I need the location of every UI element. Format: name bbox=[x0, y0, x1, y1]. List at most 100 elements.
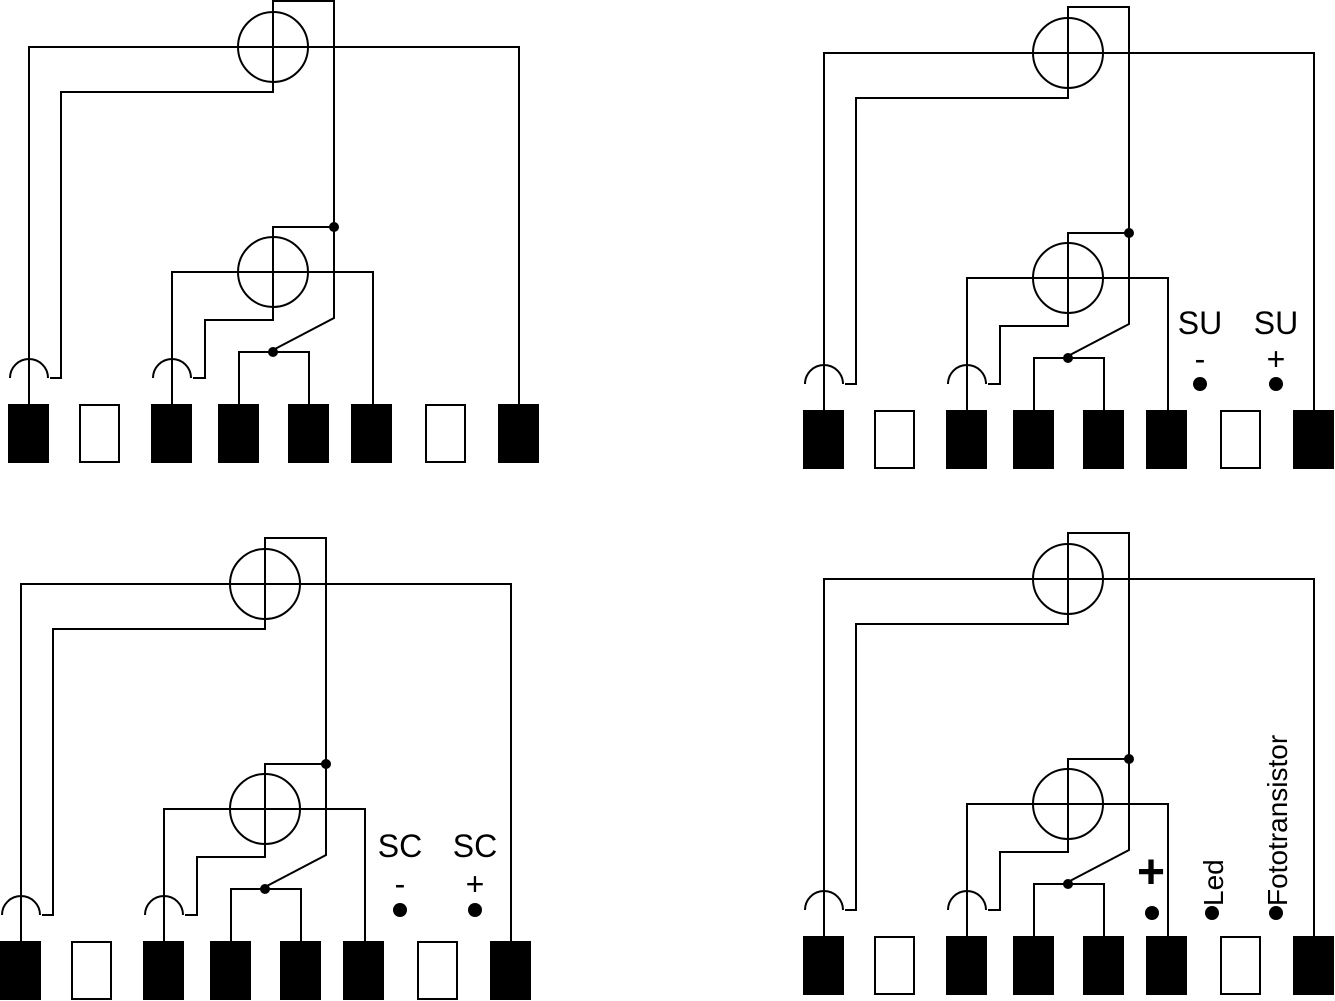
pin-3-connected bbox=[143, 941, 184, 1000]
label-fototransistor: Fototransistor bbox=[1262, 735, 1293, 906]
terminal-dot-sc-plus bbox=[468, 903, 482, 917]
pin-5-connected bbox=[288, 404, 329, 463]
pin-8-connected bbox=[498, 404, 539, 463]
wire-outer-right bbox=[1103, 578, 1315, 937]
crossover-left bbox=[804, 364, 844, 385]
wiring bbox=[804, 532, 1315, 937]
wire-outer-right bbox=[300, 583, 512, 942]
wire-outer-right bbox=[308, 46, 520, 405]
pin-5-connected bbox=[1083, 410, 1124, 469]
wire-inner-left bbox=[42, 619, 266, 916]
upper-coil bbox=[237, 11, 309, 83]
crossover-right bbox=[947, 364, 987, 385]
pin-2-unconnected bbox=[71, 941, 112, 1000]
pin-row bbox=[803, 410, 1334, 469]
contact-dot bbox=[268, 347, 278, 357]
labels: + Led Fototransistor bbox=[1137, 735, 1293, 920]
terminal-dot-su-plus bbox=[1269, 377, 1283, 391]
label-su-minus-name: SU bbox=[1178, 305, 1222, 341]
pin-7-unconnected bbox=[417, 941, 458, 1000]
pin-row bbox=[803, 936, 1334, 995]
pin-4-connected bbox=[210, 941, 251, 1000]
pin-5-connected bbox=[1083, 936, 1124, 995]
pin-7-unconnected bbox=[1220, 936, 1261, 995]
pin-1-connected bbox=[0, 941, 41, 1000]
wire-lower-inner bbox=[988, 313, 1069, 385]
label-sc-plus-sign: + bbox=[466, 866, 485, 902]
wire-inner-left bbox=[50, 82, 274, 379]
wire-contact bbox=[238, 351, 310, 405]
pin-8-connected bbox=[490, 941, 531, 1000]
pin-2-unconnected bbox=[874, 936, 915, 995]
label-sc-minus-name: SC bbox=[378, 828, 422, 864]
label-sc-plus-name: SC bbox=[453, 828, 497, 864]
wire-common bbox=[264, 764, 327, 888]
wiring bbox=[1, 537, 512, 942]
pin-1-connected bbox=[8, 404, 49, 463]
wire-to-lower-coil bbox=[1067, 758, 1129, 769]
wire-to-lower-coil bbox=[1067, 232, 1129, 243]
lower-coil bbox=[237, 236, 309, 308]
wire-inner-left bbox=[845, 88, 1069, 385]
crossover-left bbox=[1, 895, 41, 916]
wire-loop-top bbox=[264, 537, 327, 764]
crossover-right bbox=[144, 895, 184, 916]
junction-dot bbox=[329, 222, 339, 232]
diagram-bottom-left: SC - SC + bbox=[0, 537, 531, 1000]
terminal-dot-plus bbox=[1145, 906, 1159, 920]
pin-3-connected bbox=[946, 410, 987, 469]
junction-dot bbox=[1124, 754, 1134, 764]
wire-loop-top bbox=[272, 0, 335, 227]
pin-6-connected bbox=[351, 404, 392, 463]
wire-lower-right bbox=[1103, 803, 1169, 937]
wiring bbox=[9, 0, 520, 405]
upper-coil bbox=[1032, 17, 1104, 89]
pin-row bbox=[8, 404, 539, 463]
pin-6-connected bbox=[343, 941, 384, 1000]
crossover-right bbox=[152, 358, 192, 379]
pin-8-connected bbox=[1293, 936, 1334, 995]
wire-lower-left bbox=[966, 277, 1033, 411]
wire-common bbox=[1067, 233, 1130, 357]
junction-dot bbox=[1124, 228, 1134, 238]
wire-lower-inner bbox=[185, 844, 266, 916]
wire-lower-left bbox=[163, 808, 230, 942]
label-led: Led bbox=[1198, 859, 1229, 906]
label-su-minus-sign: - bbox=[1195, 341, 1206, 377]
crossover-left bbox=[804, 890, 844, 911]
pin-6-connected bbox=[1146, 410, 1187, 469]
wire-common bbox=[1067, 759, 1130, 883]
wire-contact bbox=[1033, 357, 1105, 411]
wire-outer-left bbox=[20, 583, 230, 942]
wire-lower-right bbox=[308, 271, 374, 405]
lower-coil bbox=[1032, 768, 1104, 840]
wire-lower-right bbox=[300, 808, 366, 942]
pin-4-connected bbox=[1013, 936, 1054, 995]
pin-2-unconnected bbox=[874, 410, 915, 469]
pin-2-unconnected bbox=[79, 404, 120, 463]
wire-loop-top bbox=[1067, 6, 1130, 233]
pin-3-connected bbox=[946, 936, 987, 995]
wire-outer-left bbox=[823, 578, 1033, 937]
wire-to-lower-coil bbox=[272, 226, 334, 237]
wire-lower-inner bbox=[988, 839, 1069, 911]
crossover-right bbox=[947, 890, 987, 911]
wire-to-lower-coil bbox=[264, 763, 326, 774]
pin-6-connected bbox=[1146, 936, 1187, 995]
pin-1-connected bbox=[803, 410, 844, 469]
upper-coil bbox=[1032, 543, 1104, 615]
wire-lower-inner bbox=[193, 307, 274, 379]
wire-inner-left bbox=[845, 614, 1069, 911]
wire-lower-left bbox=[966, 803, 1033, 937]
wire-outer-right bbox=[1103, 52, 1315, 411]
label-plus-sign: + bbox=[1137, 846, 1165, 899]
wire-loop-top bbox=[1067, 532, 1130, 759]
labels: SU - SU + bbox=[1178, 305, 1298, 391]
junction-dot bbox=[321, 759, 331, 769]
label-su-plus-sign: + bbox=[1267, 341, 1286, 377]
pin-4-connected bbox=[218, 404, 259, 463]
pin-8-connected bbox=[1293, 410, 1334, 469]
contact-dot bbox=[260, 884, 270, 894]
wire-outer-left bbox=[28, 46, 238, 405]
